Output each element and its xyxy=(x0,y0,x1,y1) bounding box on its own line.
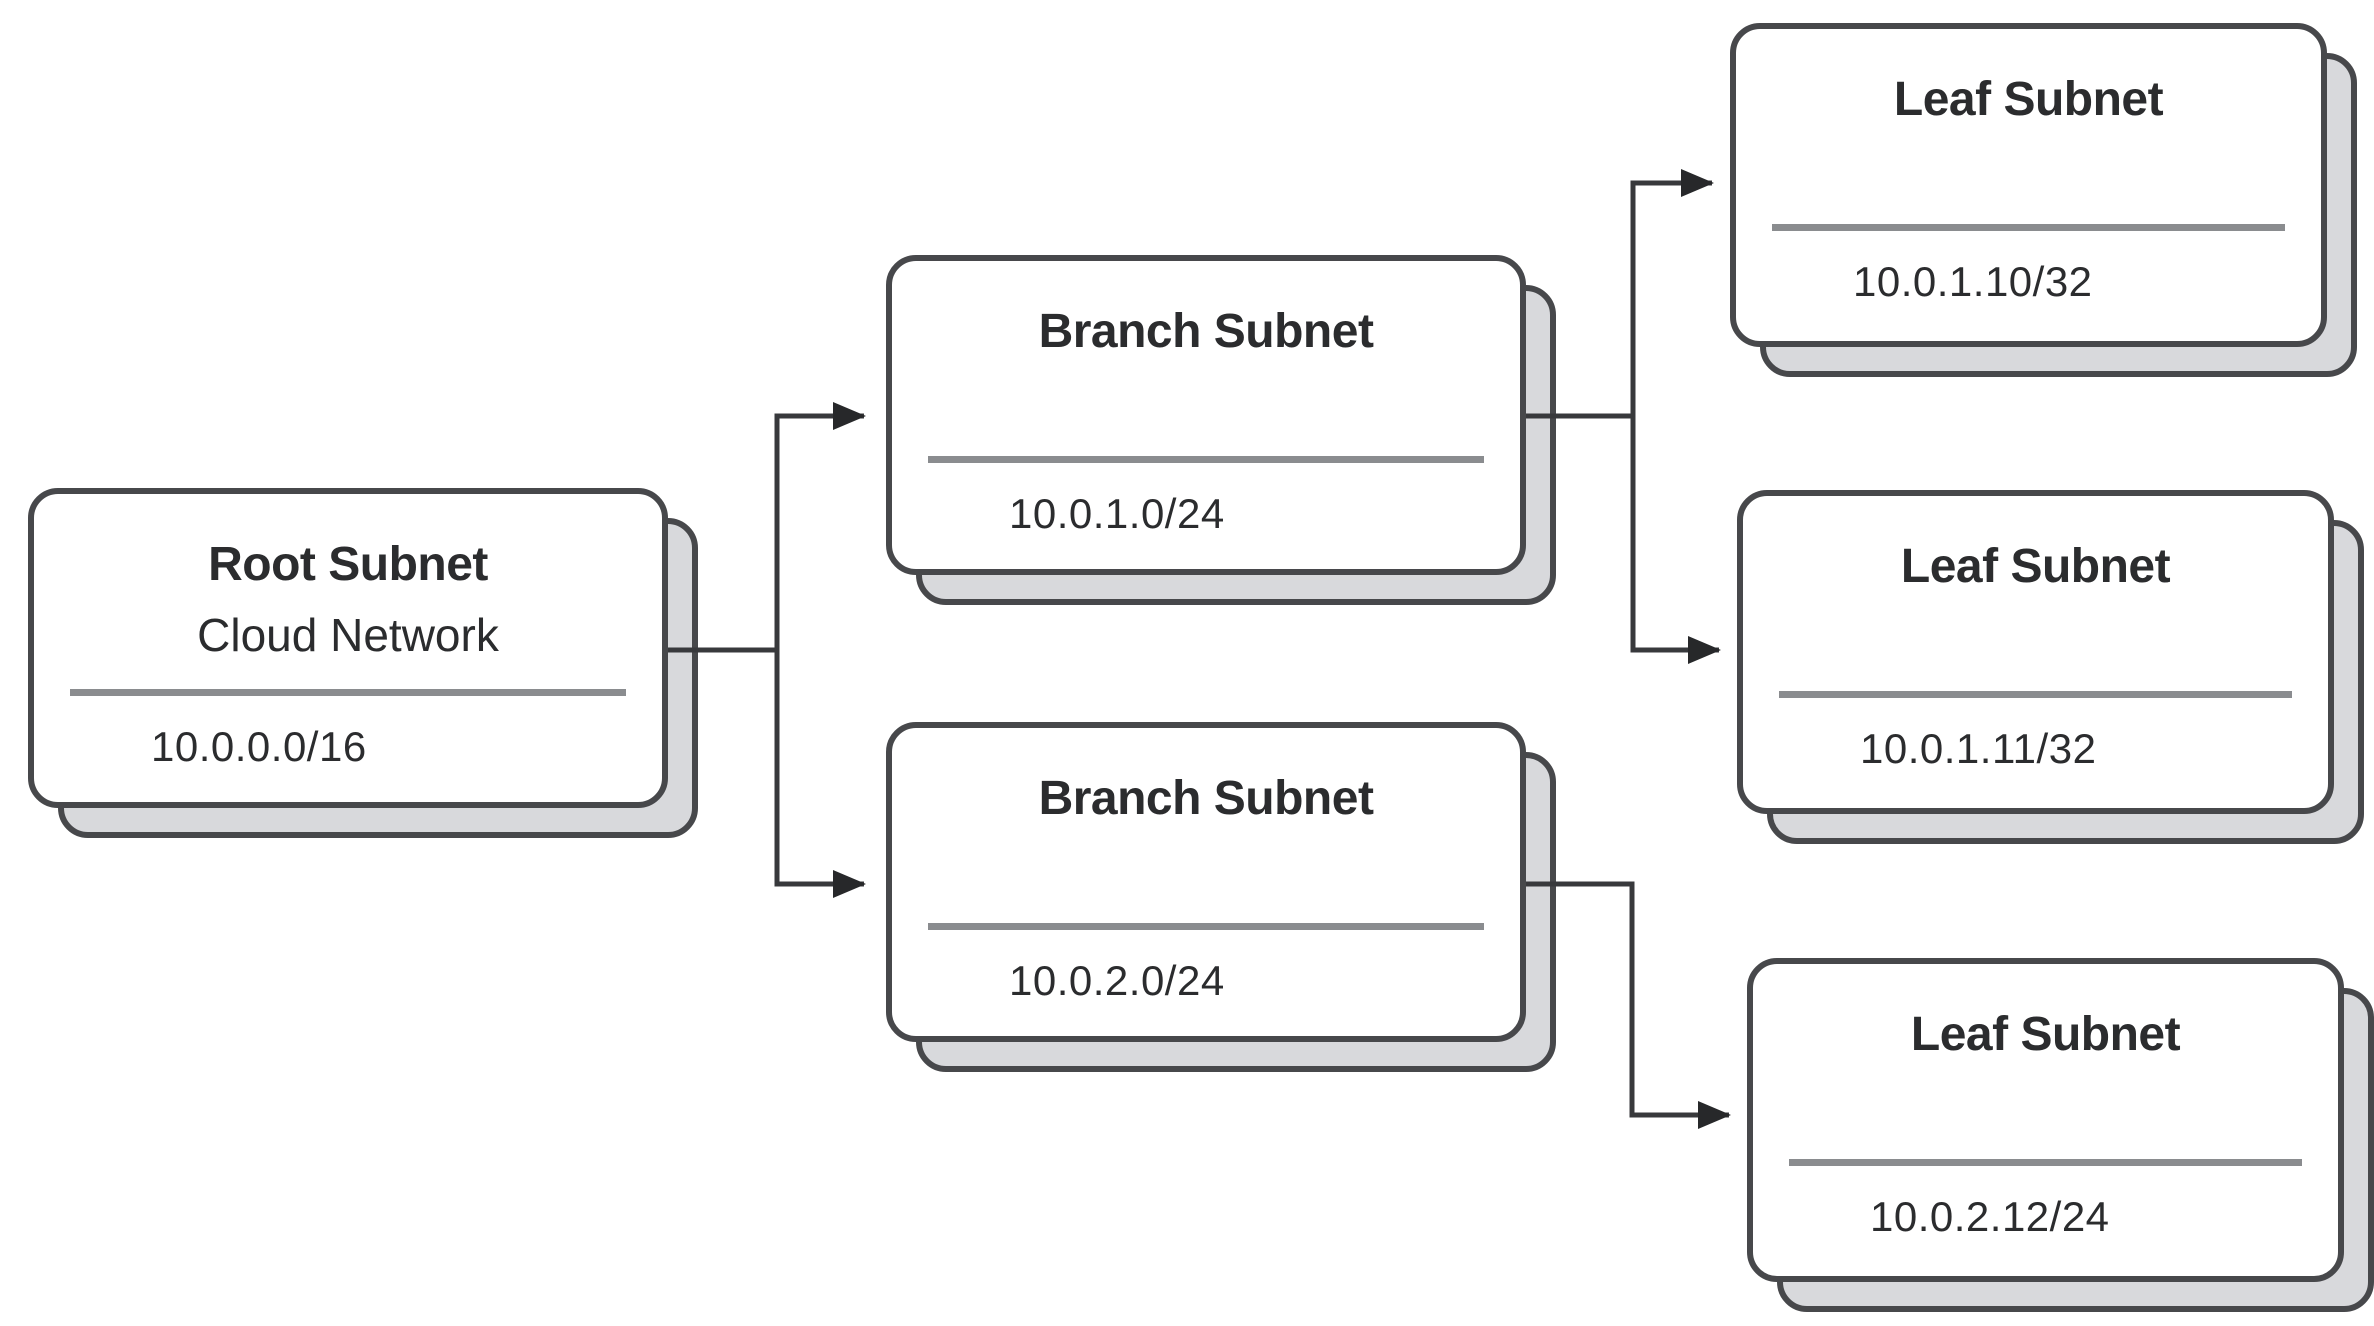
subnet-title: Root Subnet xyxy=(208,538,488,591)
divider-line xyxy=(928,923,1484,930)
divider-line xyxy=(1789,1159,2302,1166)
subnet-title: Leaf Subnet xyxy=(1910,1008,2181,1061)
subnet-cidr: 10.0.2.0/24 xyxy=(1009,957,1225,1004)
subnet-subtitle: Cloud Network xyxy=(197,609,499,661)
subnet-card: Branch Subnet 10.0.2.0/24 xyxy=(886,722,1526,1042)
subnet-title: Leaf Subnet xyxy=(1900,540,2171,593)
subnet-node-leaf-2: Leaf Subnet 10.0.1.11/32 xyxy=(1737,490,2364,844)
connector-junction-1-to-branch-2 xyxy=(774,650,866,898)
subnet-node-root: Root Subnet Cloud Network 10.0.0.0/16 xyxy=(28,488,698,838)
subnet-title: Branch Subnet xyxy=(1038,772,1374,825)
subnet-card: Leaf Subnet 10.0.1.11/32 xyxy=(1737,490,2334,814)
subnet-cidr: 10.0.1.11/32 xyxy=(1860,725,2097,772)
subnet-card: Leaf Subnet 10.0.2.12/24 xyxy=(1747,958,2344,1282)
subnet-card: Root Subnet Cloud Network 10.0.0.0/16 xyxy=(28,488,668,808)
subnet-card: Branch Subnet 10.0.1.0/24 xyxy=(886,255,1526,575)
subnet-cidr: 10.0.1.0/24 xyxy=(1009,490,1225,537)
connector-junction-2-to-leaf-2 xyxy=(1630,416,1721,664)
connector-junction-1-to-branch-1 xyxy=(774,402,866,650)
subnet-node-branch-1: Branch Subnet 10.0.1.0/24 xyxy=(886,255,1556,605)
subnet-title: Leaf Subnet xyxy=(1893,73,2164,126)
divider-line xyxy=(1779,691,2292,698)
connector-branch-2-to-leaf-3 xyxy=(1526,881,1731,1129)
divider-line xyxy=(928,456,1484,463)
subnet-cidr: 10.0.2.12/24 xyxy=(1870,1193,2110,1240)
subnet-card: Leaf Subnet 10.0.1.10/32 xyxy=(1730,23,2327,347)
subnet-node-branch-2: Branch Subnet 10.0.2.0/24 xyxy=(886,722,1556,1072)
subnet-cidr: 10.0.1.10/32 xyxy=(1853,258,2093,305)
divider-line xyxy=(1772,224,2285,231)
subnet-title: Branch Subnet xyxy=(1038,305,1374,358)
subnet-node-leaf-1: Leaf Subnet 10.0.1.10/32 xyxy=(1730,23,2357,377)
subnet-node-leaf-3: Leaf Subnet 10.0.2.12/24 xyxy=(1747,958,2374,1312)
subnet-cidr: 10.0.0.0/16 xyxy=(151,723,367,770)
connector-junction-2-to-leaf-1 xyxy=(1630,169,1714,416)
divider-line xyxy=(70,689,626,696)
